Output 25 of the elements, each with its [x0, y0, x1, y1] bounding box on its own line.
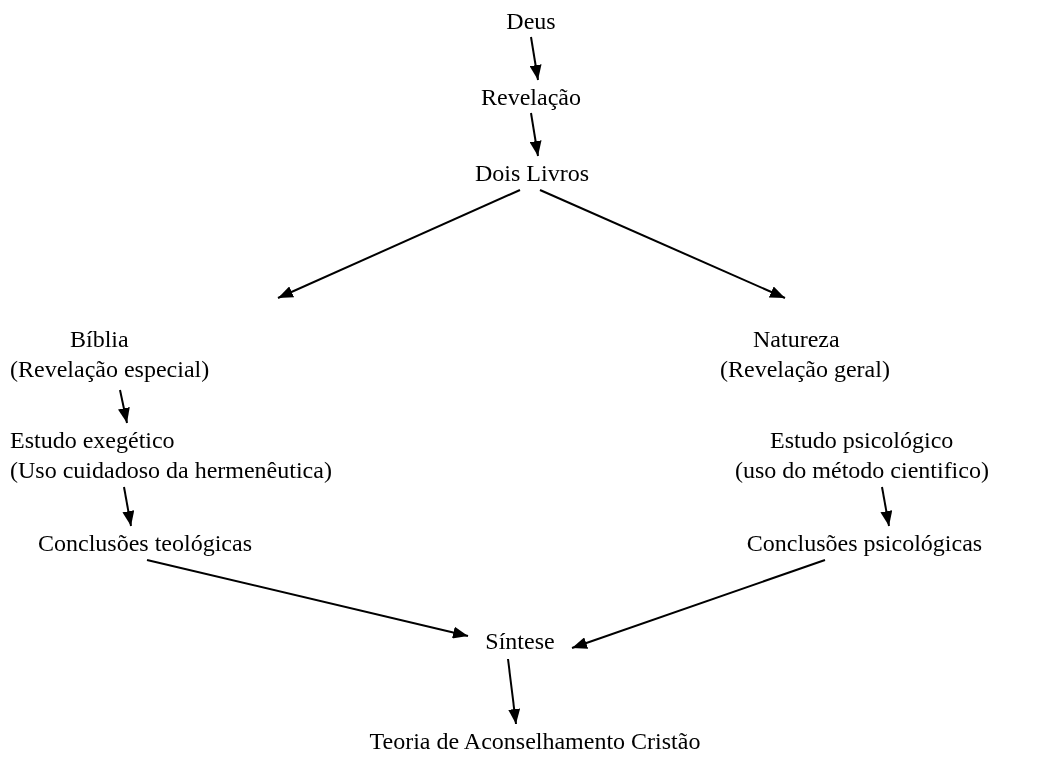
arrow: [880, 486, 893, 527]
node-label: Conclusões teológicas: [38, 529, 252, 558]
note-text: (Revelação geral): [720, 355, 890, 384]
arrow: [118, 389, 130, 424]
note-text: (uso do método cientifico): [735, 456, 989, 485]
arrow: [277, 189, 521, 299]
arrow: [507, 658, 521, 725]
arrow: [529, 36, 542, 81]
node-label: Deus: [506, 7, 556, 36]
node-label: Conclusões psicológicas: [746, 529, 983, 558]
arrow: [529, 112, 542, 157]
node-label: Natureza: [753, 325, 840, 354]
node-label: Dois Livros: [475, 159, 589, 188]
arrow: [122, 486, 135, 527]
node-label: Revelação: [481, 83, 581, 112]
node-label: Teoria de Aconselhamento Cristão: [369, 727, 701, 756]
node-label: Bíblia: [70, 325, 129, 354]
arrow: [571, 559, 826, 649]
arrow: [539, 189, 786, 299]
arrow: [146, 559, 469, 639]
note-text: (Revelação especial): [10, 355, 210, 384]
node-label: Síntese: [485, 627, 555, 656]
node-label: Estudo psicológico: [770, 426, 954, 455]
note-text: (Uso cuidadoso da hermenêutica): [10, 456, 332, 485]
node-label: Estudo exegético: [10, 426, 175, 455]
